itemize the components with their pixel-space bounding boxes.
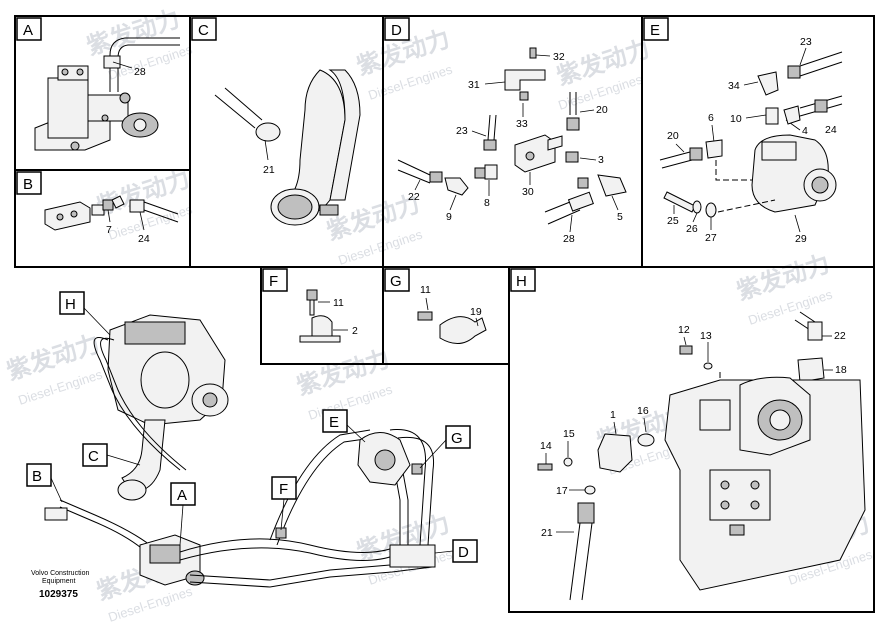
callout: 14: [540, 440, 552, 452]
callout: 24: [138, 233, 150, 245]
tag-a: A: [177, 487, 187, 504]
panel-f-drawing: 11 2: [299, 289, 358, 343]
panel-a-drawing: 28: [34, 37, 180, 151]
callout: 21: [263, 164, 275, 176]
callout: 31: [468, 79, 480, 91]
figure-id: 1029375: [39, 589, 78, 600]
callout: 23: [800, 36, 812, 48]
caption-company: Volvo Construction: [31, 570, 89, 577]
main-tags: H C B A F E G D: [26, 291, 478, 563]
callout: 27: [705, 232, 717, 244]
tag-e: E: [329, 414, 339, 431]
callout: 12: [678, 324, 690, 336]
callout: 1: [610, 409, 616, 421]
panel-tag-c: C: [198, 22, 209, 39]
panel-tags: A B C D E F G H: [16, 17, 669, 292]
callout: 10: [730, 113, 742, 125]
tag-c: C: [88, 448, 99, 465]
callout: 34: [728, 80, 740, 92]
callout: 23: [456, 125, 468, 137]
callout: 24: [825, 124, 837, 136]
panel-h-drawing: 12 13 22 18 1 16 14 15 17: [537, 311, 866, 601]
callout: 20: [667, 130, 679, 142]
callout: 3: [598, 154, 604, 166]
callout: 22: [408, 191, 420, 203]
panel-tag-g: G: [390, 273, 402, 290]
main-assembly: [44, 314, 436, 588]
callout: 15: [563, 428, 575, 440]
callout: 17: [556, 485, 568, 497]
tag-g: G: [451, 430, 463, 447]
callout: 11: [420, 284, 431, 296]
callout: 28: [134, 66, 146, 78]
callout: 9: [446, 211, 452, 223]
callout: 22: [834, 330, 846, 342]
callout: 32: [553, 51, 565, 63]
callout: 21: [541, 527, 553, 539]
panel-tag-h: H: [516, 273, 527, 290]
callout: 28: [563, 233, 575, 245]
tag-h: H: [65, 296, 76, 313]
tag-b: B: [32, 468, 42, 485]
panel-c-drawing: 21: [214, 69, 361, 226]
callout: 11: [333, 297, 344, 309]
panel-h-frame: [508, 266, 875, 613]
callout: 8: [484, 197, 490, 209]
callout: 26: [686, 223, 698, 235]
figure-caption: Volvo Construction Equipment 1029375: [31, 570, 89, 600]
tag-f: F: [279, 481, 288, 498]
callout: 4: [802, 125, 808, 137]
callout: 18: [835, 364, 847, 376]
callout: 29: [795, 233, 807, 245]
callout: 13: [700, 330, 712, 342]
callout: 20: [596, 104, 608, 116]
callout: 30: [522, 186, 534, 198]
caption-sub: Equipment: [42, 578, 76, 585]
panel-tag-f: F: [269, 273, 278, 290]
callout: 5: [617, 211, 623, 223]
callout: 6: [708, 112, 714, 124]
callout: 25: [667, 215, 679, 227]
tag-d: D: [458, 544, 469, 561]
panel-e-drawing: 23 34 10 4 24 6 20 29 25 26: [659, 36, 843, 245]
callout: 33: [516, 118, 528, 130]
panel-tag-b: B: [23, 176, 33, 193]
panel-d-drawing: 32 31 33 20 23 30 3 22 9 8: [397, 47, 627, 245]
panel-tag-a: A: [23, 22, 33, 39]
callout: 19: [470, 306, 482, 318]
panel-g-drawing: 11 19: [417, 284, 487, 344]
callout: 2: [352, 325, 358, 337]
panel-tag-e: E: [650, 22, 660, 39]
callout: 16: [637, 405, 649, 417]
panel-tag-d: D: [391, 22, 402, 39]
panel-b-drawing: 7 24: [44, 195, 179, 245]
callout: 7: [106, 224, 112, 236]
